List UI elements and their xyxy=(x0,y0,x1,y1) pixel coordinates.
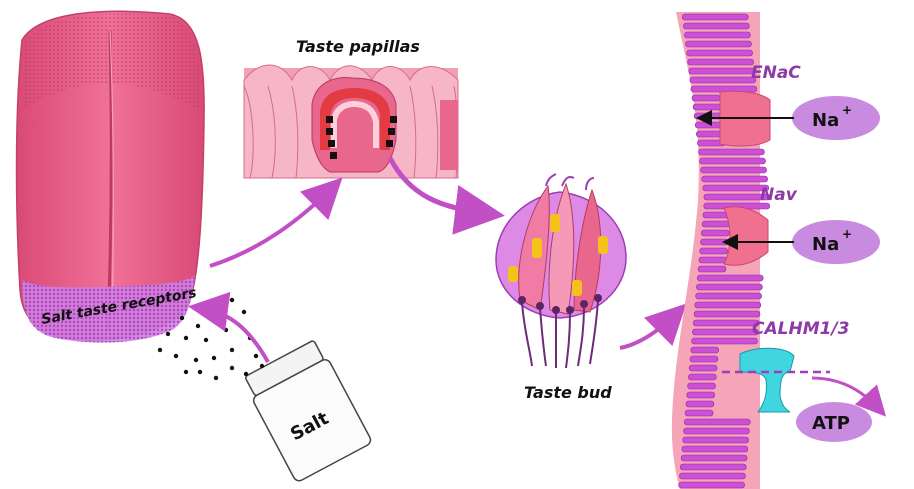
salt-shaker-icon: Salt xyxy=(241,338,372,483)
lipid-head xyxy=(700,239,728,245)
na-charge-label: + xyxy=(842,103,852,117)
lipid-head xyxy=(696,293,762,299)
na-ion-bubble-1: Na + xyxy=(792,96,880,140)
nav-label: Nav xyxy=(760,185,798,205)
lipid-head xyxy=(687,50,753,56)
na-ion-label: Na xyxy=(812,234,839,255)
cell-membrane-illustration xyxy=(672,12,794,489)
lipid-head xyxy=(688,374,716,380)
lipid-head xyxy=(688,383,716,389)
lipid-head xyxy=(702,176,768,182)
na-ion-label: Na xyxy=(812,110,839,131)
atp-bubble: ATP xyxy=(796,402,872,442)
lipid-head xyxy=(695,302,761,308)
lipid-head xyxy=(683,23,749,29)
papillae-illustration xyxy=(244,65,458,178)
lipid-head xyxy=(690,356,718,362)
lipid-head xyxy=(689,365,717,371)
lipid-head xyxy=(700,158,766,164)
lipid-head xyxy=(694,311,760,317)
lipid-head xyxy=(698,149,764,155)
lipid-head xyxy=(701,167,767,173)
lipid-head xyxy=(693,320,759,326)
salt-to-tongue-arrow xyxy=(200,308,268,362)
lipid-head xyxy=(686,401,714,407)
lipid-head xyxy=(693,104,721,110)
lipid-head xyxy=(682,446,748,452)
taste-bud-illustration xyxy=(496,174,626,368)
na-charge-label: + xyxy=(842,227,852,241)
na-ion-bubble-2: Na + xyxy=(792,220,880,264)
lipid-head xyxy=(681,455,747,461)
bud-to-membrane-arrow xyxy=(620,312,678,348)
lipid-head xyxy=(692,329,758,335)
lipid-head xyxy=(683,437,749,443)
lipid-head xyxy=(689,68,755,74)
lipid-head xyxy=(699,257,727,263)
lipid-head xyxy=(690,77,756,83)
lipid-head xyxy=(700,248,728,254)
lipid-head xyxy=(701,230,729,236)
enac-label: ENaC xyxy=(751,63,801,83)
lipid-head xyxy=(684,419,750,425)
lipid-head xyxy=(683,428,749,434)
lipid-head xyxy=(684,32,750,38)
lipid-head xyxy=(687,392,715,398)
atp-label: ATP xyxy=(812,413,850,434)
calhm-label: CALHM1/3 xyxy=(752,319,849,339)
lipid-head xyxy=(702,221,730,227)
lipid-head xyxy=(691,86,757,92)
lipid-head xyxy=(692,338,758,344)
lipid-head xyxy=(682,14,748,20)
lipid-head xyxy=(695,122,723,128)
lipid-head xyxy=(697,275,763,281)
lipid-head xyxy=(680,464,746,470)
lipid-head xyxy=(703,185,769,191)
lipid-head xyxy=(698,266,726,272)
tongue-to-papillae-arrow xyxy=(210,186,334,266)
lipid-head xyxy=(679,482,745,488)
taste-bud-label: Taste bud xyxy=(524,383,612,402)
lipid-head xyxy=(688,59,754,65)
lipid-head xyxy=(685,410,713,416)
lipid-head xyxy=(679,473,745,479)
lipid-head xyxy=(691,347,719,353)
nav-channel xyxy=(724,207,768,266)
lipid-head xyxy=(692,95,720,101)
lipid-head xyxy=(685,41,751,47)
lipid-head xyxy=(696,284,762,290)
taste-papillas-label: Taste papillas xyxy=(296,37,420,56)
